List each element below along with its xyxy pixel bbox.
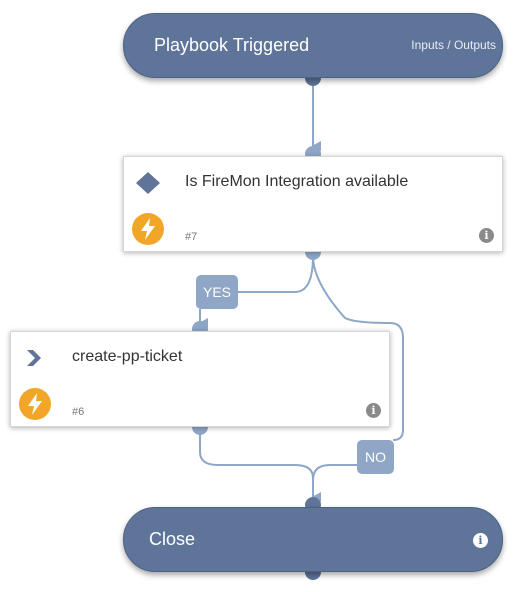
start-node-title: Playbook Triggered <box>154 35 310 55</box>
close-node[interactable]: Close i <box>123 507 503 572</box>
edge-no-branch <box>312 255 404 441</box>
info-icon[interactable]: i <box>479 228 494 243</box>
action-task-create-pp-ticket[interactable]: create-pp-ticket #6 i <box>10 331 390 427</box>
no-branch-label[interactable]: NO <box>357 440 394 474</box>
task-number: #7 <box>185 231 198 243</box>
condition-task-title: Is FireMon Integration available <box>185 173 409 190</box>
edge-yes-to-action <box>238 255 314 293</box>
lightning-bolt-icon <box>19 388 51 420</box>
task-number: #6 <box>72 406 85 418</box>
condition-task-firemon-check[interactable]: Is FireMon Integration available #7 i <box>123 156 503 252</box>
edge-action-to-close <box>199 431 321 502</box>
lightning-bolt-icon <box>132 213 164 245</box>
yes-branch-label[interactable]: YES <box>196 275 238 309</box>
inputs-outputs-link[interactable]: Inputs / Outputs <box>411 38 496 52</box>
playbook-triggered-node[interactable]: Playbook Triggered Inputs / Outputs <box>123 13 503 78</box>
chevron-right-icon <box>21 346 49 370</box>
action-task-title: create-pp-ticket <box>72 348 183 365</box>
info-icon[interactable]: i <box>366 403 381 418</box>
diamond-icon <box>134 171 162 195</box>
edge-no-to-close <box>312 464 357 481</box>
info-icon[interactable]: i <box>473 533 488 548</box>
end-node-title: Close <box>149 529 196 549</box>
